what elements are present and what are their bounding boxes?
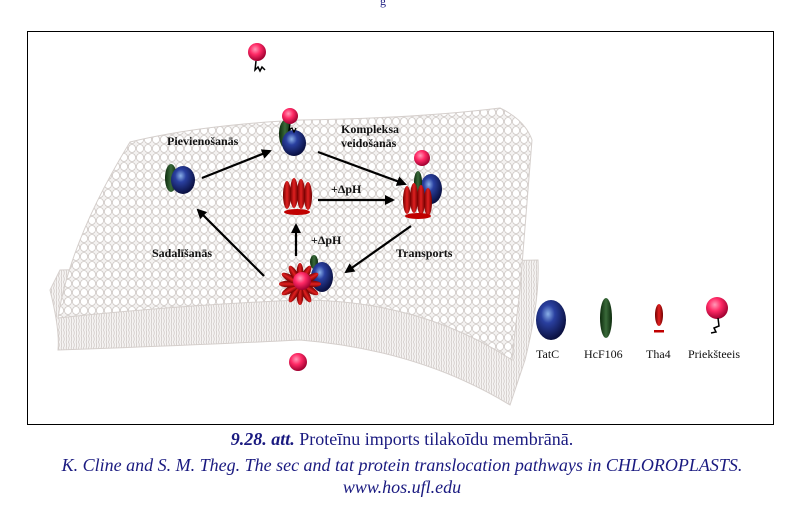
legend-label-hcf106: HcF106	[584, 347, 623, 361]
pathway-arrows	[196, 149, 412, 277]
legend-label-precursor: Priekšteeis	[688, 347, 740, 361]
tha4-bundle-middle	[283, 178, 312, 215]
legend-label-tha4: Tha4	[646, 347, 671, 361]
label-delta-ph-vertical: +ΔpH	[311, 233, 342, 247]
legend-icons	[536, 297, 728, 340]
released-precursor-bottom	[289, 353, 307, 371]
arrow-binding	[201, 149, 272, 180]
translocation-pore-complex	[279, 255, 333, 305]
arrow-transport	[344, 225, 412, 274]
tatc-hcf106-complex-left	[165, 164, 195, 194]
page-fragment-text: g	[380, 0, 386, 8]
precursor-pink-ball-icon	[706, 297, 728, 334]
figure-title: Proteīnu imports tilakoīdu membrānā.	[294, 429, 574, 449]
figure-caption: 9.28. att. Proteīnu imports tilakoīdu me…	[0, 429, 804, 450]
free-precursor-top	[248, 43, 266, 73]
figure-source: K. Cline and S. M. Theg. The sec and tat…	[61, 455, 743, 475]
label-complex-formation-line2: veidošanās	[341, 136, 397, 150]
figure-url[interactable]: www.hos.ufl.edu	[342, 477, 462, 497]
tha4-red-rod-icon	[654, 304, 664, 333]
diagram-canvas	[49, 43, 728, 406]
arrow-dissociation	[196, 208, 265, 277]
figure-number: 9.28. att.	[230, 429, 295, 449]
precursor-bound-complex	[279, 108, 306, 156]
label-complex-formation-line1: Kompleksa	[341, 122, 400, 136]
arrow-complex-formation	[317, 150, 407, 186]
translocase-complex-right	[403, 150, 442, 219]
label-dissociation: Sadalīšanās	[152, 246, 213, 260]
label-delta-ph-horizontal: +ΔpH	[331, 182, 362, 196]
tha4-petal	[288, 284, 301, 303]
precursor-in-pore	[293, 272, 311, 290]
tatc-blue-sphere-icon	[536, 300, 566, 340]
label-transport: Transports	[396, 246, 453, 260]
label-binding: Pievienošanās	[167, 134, 239, 148]
legend-label-tatc: TatC	[536, 347, 560, 361]
hcf106-green-rod-icon	[600, 298, 612, 338]
